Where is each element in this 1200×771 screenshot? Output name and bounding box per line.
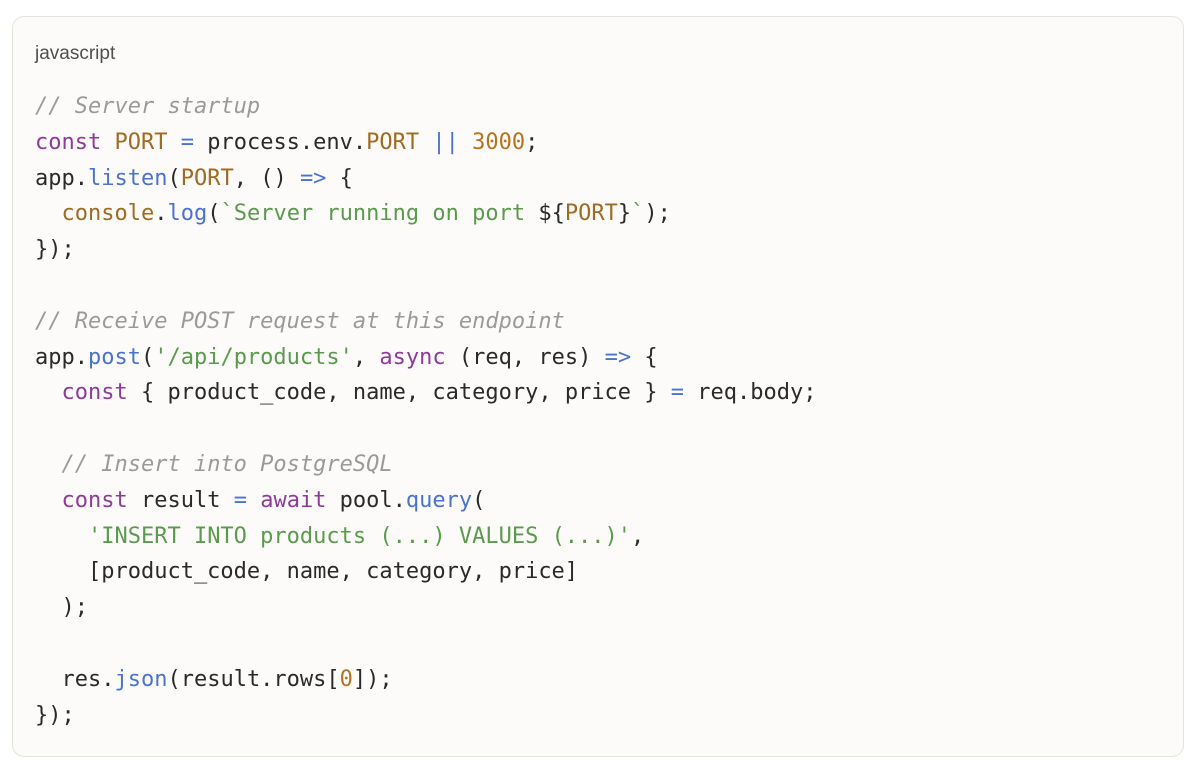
code-identifier: PORT [564, 201, 618, 227]
code-operator: = [670, 380, 685, 406]
code-text: ); [35, 595, 88, 621]
code-text [459, 130, 472, 155]
code-keyword: async [379, 344, 446, 370]
code-text: (req, res) [445, 344, 605, 370]
code-text: ${ [538, 201, 565, 227]
code-line [35, 626, 817, 662]
code-identifier: console [61, 201, 155, 227]
code-line [35, 268, 817, 304]
code-string: ` [631, 201, 645, 227]
code-function-name: listen [87, 165, 168, 191]
code-operator: = [233, 487, 247, 513]
code-line: app.listen(PORT, () => { [35, 161, 817, 197]
code-operator: => [299, 165, 327, 191]
code-function-name: log [167, 201, 208, 227]
code-text [247, 488, 260, 513]
code-text: ( [167, 165, 181, 191]
code-text: }); [35, 702, 75, 728]
code-text [35, 488, 62, 513]
code-comment: // Server startup [35, 94, 261, 119]
code-text [35, 524, 88, 549]
code-number: 0 [339, 666, 353, 692]
code-number: 3000 [472, 129, 526, 155]
code-string: '/api/products' [154, 344, 353, 370]
code-line: ); [35, 590, 817, 626]
code-operator: => [604, 344, 632, 370]
code-line: res.json(result.rows[0]); [35, 662, 817, 698]
code-keyword: const [61, 487, 128, 513]
code-line: 'INSERT INTO products (...) VALUES (...)… [35, 519, 817, 555]
code-line: // Insert into PostgreSQL [35, 447, 817, 483]
code-body[interactable]: // Server startup const PORT = process.en… [35, 89, 817, 733]
code-line: [product_code, name, category, price] [35, 554, 817, 590]
code-string: 'INSERT INTO products (...) VALUES (...)… [87, 523, 632, 549]
code-keyword: const [61, 380, 128, 406]
code-identifier: PORT [366, 129, 420, 155]
code-block: javascript // Server startup const PORT =… [12, 16, 1184, 757]
code-line: // Receive POST request at this endpoint [35, 304, 817, 340]
code-text: }); [35, 237, 75, 263]
code-text: ( [140, 344, 155, 370]
code-text: ( [207, 201, 221, 227]
code-keyword: const [35, 129, 102, 155]
code-line: const PORT = process.env.PORT || 3000; [35, 125, 817, 161]
code-text [35, 452, 62, 477]
code-line: app.post('/api/products', async (req, re… [35, 340, 817, 376]
code-function-name: post [87, 344, 141, 370]
code-text: result [127, 487, 234, 513]
code-text: ( [472, 487, 486, 513]
code-text: res. [35, 666, 115, 692]
code-identifier: PORT [114, 129, 168, 155]
code-line: console.log(`Server running on port ${PO… [35, 196, 817, 232]
code-text: , [352, 344, 380, 370]
code-text [35, 201, 62, 226]
code-language-label: javascript [35, 43, 116, 64]
code-text [167, 130, 180, 155]
code-text: (result.rows[ [167, 666, 340, 692]
code-line: }); [35, 232, 817, 268]
code-text: , [631, 523, 645, 549]
code-line: }); [35, 698, 817, 734]
code-string: `Server running on port [220, 201, 539, 227]
code-keyword: await [260, 487, 327, 513]
code-text: ]); [352, 666, 393, 692]
code-text: { product_code, name, category, price } [127, 380, 671, 406]
code-function-name: json [114, 666, 168, 692]
code-text: ); [644, 201, 671, 227]
code-text: pool. [326, 487, 406, 513]
code-text [101, 130, 114, 155]
code-text: req.body; [684, 380, 817, 406]
code-text: } [617, 201, 632, 227]
code-operator: = [180, 129, 194, 155]
code-text: ; [525, 129, 539, 155]
code-line [35, 411, 817, 447]
code-text: { [326, 165, 353, 191]
code-text: . [154, 201, 168, 227]
code-text: app. [35, 344, 88, 370]
code-text: { [631, 344, 658, 370]
code-text [35, 380, 62, 405]
code-function-name: query [405, 487, 473, 513]
code-comment: // Insert into PostgreSQL [61, 451, 393, 477]
code-text: , () [233, 165, 300, 191]
code-text: [product_code, name, category, price] [35, 559, 579, 585]
code-line: // Server startup [35, 89, 817, 125]
code-text: app. [35, 165, 88, 191]
code-line: const { product_code, name, category, pr… [35, 375, 817, 411]
code-identifier: PORT [180, 165, 234, 191]
code-operator: || [432, 129, 459, 155]
code-text [419, 130, 432, 155]
code-text: process.env. [193, 129, 367, 155]
code-line: const result = await pool.query( [35, 483, 817, 519]
code-comment: // Receive POST request at this endpoint [35, 308, 565, 334]
